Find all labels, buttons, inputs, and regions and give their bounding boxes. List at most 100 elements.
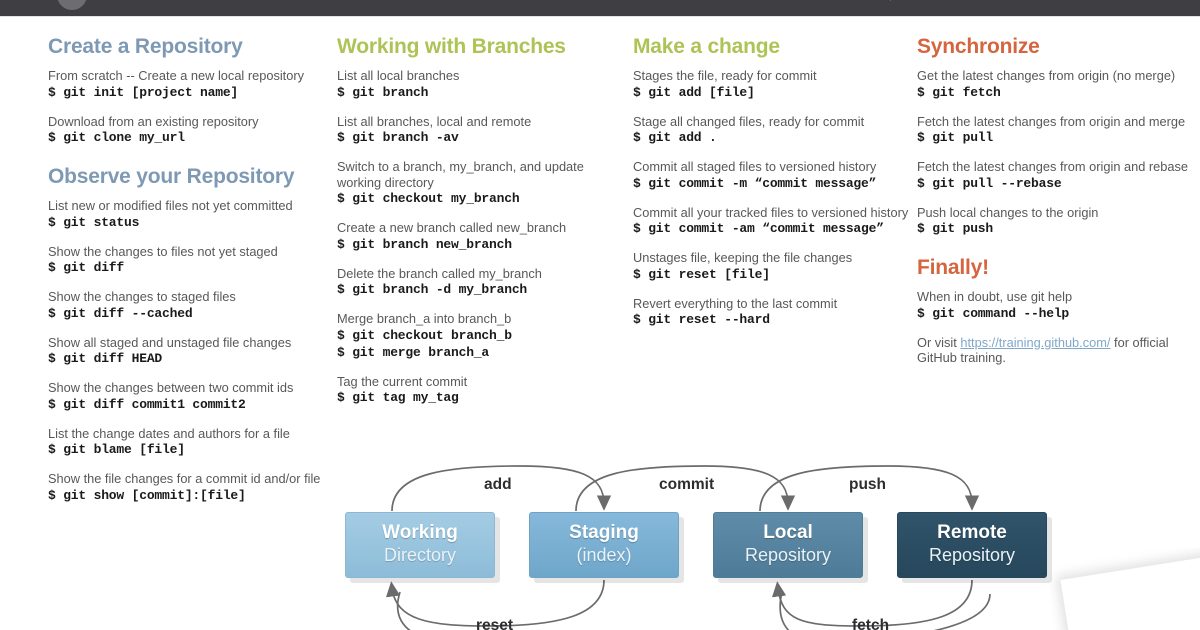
command-description: Commit all your tracked files to version… — [633, 204, 909, 220]
command-description: Create a new branch called new_branch — [337, 220, 567, 235]
command-block: Commit all staged files to versioned his… — [633, 159, 913, 192]
command-block: Show the changes to files not yet staged… — [48, 244, 338, 277]
command-block: Switch to a branch, my_branch, and updat… — [337, 159, 627, 207]
command-description: Show the file changes for a commit id an… — [48, 471, 321, 486]
command-description: List the change dates and authors for a … — [48, 425, 290, 441]
command-description: Download from an existing repository — [48, 113, 259, 129]
command-block: Show the file changes for a commit id an… — [48, 471, 338, 504]
command-block: Download from an existing repository$ gi… — [48, 114, 338, 147]
command-line: $ git diff HEAD — [48, 351, 163, 366]
command-block: Merge branch_a into branch_b$ git checko… — [337, 311, 627, 361]
command-block: When in doubt, use git help$ git command… — [917, 289, 1197, 322]
command-description: Show the changes between two commit ids — [48, 380, 294, 395]
command-description: List all branches, local and remote — [337, 113, 532, 129]
command-block: List all branches, local and remote$ git… — [337, 114, 627, 147]
edge-label-push: push — [849, 476, 887, 493]
command-description: When in doubt, use git help — [917, 289, 1073, 304]
github-training-link[interactable]: https://training.github.com/ — [960, 334, 1111, 350]
node-subtitle: Repository — [744, 545, 832, 565]
command-line: $ git diff commit1 commit2 — [48, 396, 246, 412]
command-description: Merge branch_a into branch_b — [337, 311, 512, 326]
command-description: List new or modified files not yet commi… — [48, 198, 293, 213]
command-line: $ git checkout branch_b — [337, 327, 512, 343]
command-line: $ git branch new_branch — [337, 236, 512, 252]
command-line: $ git commit -m “commit message” — [633, 175, 877, 191]
command-block: Get the latest changes from origin (no m… — [917, 68, 1197, 101]
node-title: Working — [382, 522, 458, 543]
command-line: $ git pull — [917, 130, 994, 145]
command-block: Show all staged and unstaged file change… — [48, 335, 338, 368]
command-block: Push local changes to the origin$ git pu… — [917, 205, 1197, 238]
command-block: Delete the branch called my_branch$ git … — [337, 266, 627, 299]
command-description: Show the changes to files not yet staged — [48, 243, 278, 259]
command-line: $ git commit -am “commit message” — [633, 221, 884, 236]
section-footer: Or visit https://training.github.com/ fo… — [917, 334, 1169, 366]
edge-label-fetch: fetch — [852, 617, 890, 630]
command-line: $ git reset --hard — [633, 312, 770, 327]
command-block: Revert everything to the last commit$ gi… — [633, 296, 913, 329]
command-description: Show all staged and unstaged file change… — [48, 334, 292, 350]
command-description: Fetch the latest changes from origin and… — [917, 113, 1186, 129]
command-block: Fetch the latest changes from origin and… — [917, 159, 1197, 192]
command-line: $ git branch — [337, 84, 429, 100]
command-block: List the change dates and authors for a … — [48, 426, 338, 459]
command-block: Show the changes to staged files$ git di… — [48, 289, 338, 322]
node-subtitle: (index) — [576, 545, 632, 565]
diagram-node-working: Working Directory — [345, 512, 495, 578]
app-top-bar: ▿ — [0, 0, 1200, 16]
command-block: Stages the file, ready for commit$ git a… — [633, 68, 913, 101]
command-description: Delete the branch called my_branch — [337, 265, 542, 281]
bookmark-icon[interactable]: ▿ — [884, 0, 897, 5]
diagram-node-local: Local Repository — [713, 512, 863, 578]
command-description: From scratch -- Create a new local repos… — [48, 68, 305, 83]
section-title: Finally! — [917, 256, 989, 279]
command-line: $ git status — [48, 214, 140, 230]
command-line: $ git branch -d my_branch — [337, 282, 528, 297]
command-description: List all local branches — [337, 68, 460, 83]
command-line: $ git diff — [48, 260, 125, 275]
section-title: Working with Branches — [337, 35, 566, 58]
command-description: Push local changes to the origin — [917, 204, 1099, 220]
command-line: $ git branch -av — [337, 130, 459, 145]
command-line: $ git pull --rebase — [917, 175, 1062, 191]
command-line: $ git fetch — [917, 84, 1001, 100]
command-block: Create a new branch called new_branch$ g… — [337, 220, 627, 253]
edge-label-commit: commit — [659, 476, 715, 493]
command-line: $ git push — [917, 221, 994, 236]
section-title: Create a Repository — [48, 35, 243, 58]
command-description: Revert everything to the last commit — [633, 295, 838, 311]
command-description: Get the latest changes from origin (no m… — [917, 68, 1176, 83]
command-block: Show the changes between two commit ids$… — [48, 380, 338, 413]
section-title: Make a change — [633, 35, 780, 58]
command-line: $ git init [project name] — [48, 84, 239, 100]
diagram-arrows — [385, 465, 991, 630]
section-title: Observe your Repository — [48, 165, 295, 188]
command-description: Commit all staged files to versioned his… — [633, 159, 877, 174]
command-line: $ git reset [file] — [633, 266, 770, 282]
node-title: Staging — [569, 522, 639, 543]
diagram-node-remote: Remote Repository — [897, 512, 1047, 578]
command-line: $ git merge branch_a — [337, 344, 490, 360]
command-line: $ git tag my_tag — [337, 390, 459, 405]
node-title: Remote — [937, 522, 1007, 543]
node-title: Local — [763, 522, 813, 543]
command-line: $ git show [commit]:[file] — [48, 487, 246, 503]
command-block: Commit all your tracked files to version… — [633, 205, 913, 238]
command-block: Tag the current commit$ git tag my_tag — [337, 374, 627, 407]
command-line: $ git diff --cached — [48, 305, 193, 321]
command-line: $ git checkout my_branch — [337, 191, 520, 206]
node-subtitle: Directory — [383, 545, 456, 565]
command-block: Fetch the latest changes from origin and… — [917, 114, 1197, 147]
node-subtitle: Repository — [928, 545, 1016, 565]
command-description: Show the changes to staged files — [48, 289, 236, 304]
command-block: List all local branches$ git branch — [337, 68, 627, 101]
edge-label-add: add — [484, 476, 512, 493]
edge-label-reset: reset — [476, 617, 514, 630]
diagram-node-staging: Staging (index) — [529, 512, 679, 578]
command-line: $ git add . — [633, 130, 717, 145]
